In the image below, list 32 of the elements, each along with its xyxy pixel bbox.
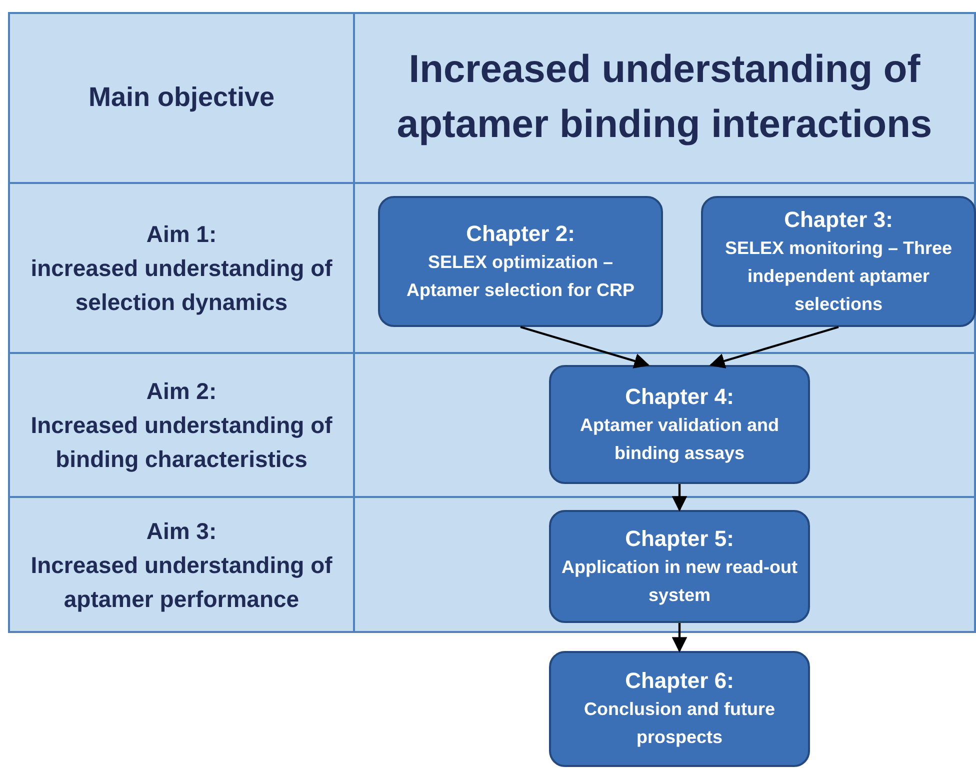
aim-row-cell xyxy=(8,352,355,498)
aim-description: Increased understanding of aptamer performance xyxy=(30,550,334,614)
chapter-box xyxy=(549,651,810,767)
chapter-box xyxy=(701,196,976,327)
arrow xyxy=(672,623,688,653)
arrow xyxy=(520,326,650,368)
chapter-heading: Chapter 3: xyxy=(784,206,893,234)
chapter-box xyxy=(549,365,810,484)
aim-heading: Aim 1: xyxy=(146,220,217,249)
aim-row-cell xyxy=(8,182,355,354)
chapter-description: SELEX monitoring – Three independent aptamer selections xyxy=(724,236,954,316)
chapter-heading: Chapter 6: xyxy=(625,667,734,695)
aim-description: increased understanding of selection dynamics xyxy=(30,254,334,317)
chapter-description: Application in new read-out system xyxy=(561,556,798,607)
aim-heading: Aim 2: xyxy=(146,377,217,406)
arrow xyxy=(672,484,688,512)
chapter-heading: Chapter 4: xyxy=(625,382,734,410)
chapter-heading: Chapter 2: xyxy=(466,220,575,248)
aim-heading: Aim 3: xyxy=(146,516,217,546)
chapter-description: Aptamer validation and binding assays xyxy=(578,414,780,465)
row-heading: Main objective xyxy=(88,81,275,114)
chapter-box xyxy=(549,510,810,623)
objective-title-cell xyxy=(353,12,976,184)
aim-description: Increased understanding of binding characteristics xyxy=(30,411,334,474)
objective-label-cell xyxy=(8,12,355,184)
objective-title: Increased understanding of aptamer binding interactions xyxy=(396,47,934,148)
aim-row-cell xyxy=(8,496,355,633)
chapter-box xyxy=(378,196,663,327)
arrow xyxy=(709,326,839,368)
chapter-description: SELEX optimization – Aptamer selection for CRP xyxy=(405,250,636,302)
chapter-heading: Chapter 5: xyxy=(625,524,734,552)
chapter-description: Conclusion and future prospects xyxy=(583,698,776,749)
